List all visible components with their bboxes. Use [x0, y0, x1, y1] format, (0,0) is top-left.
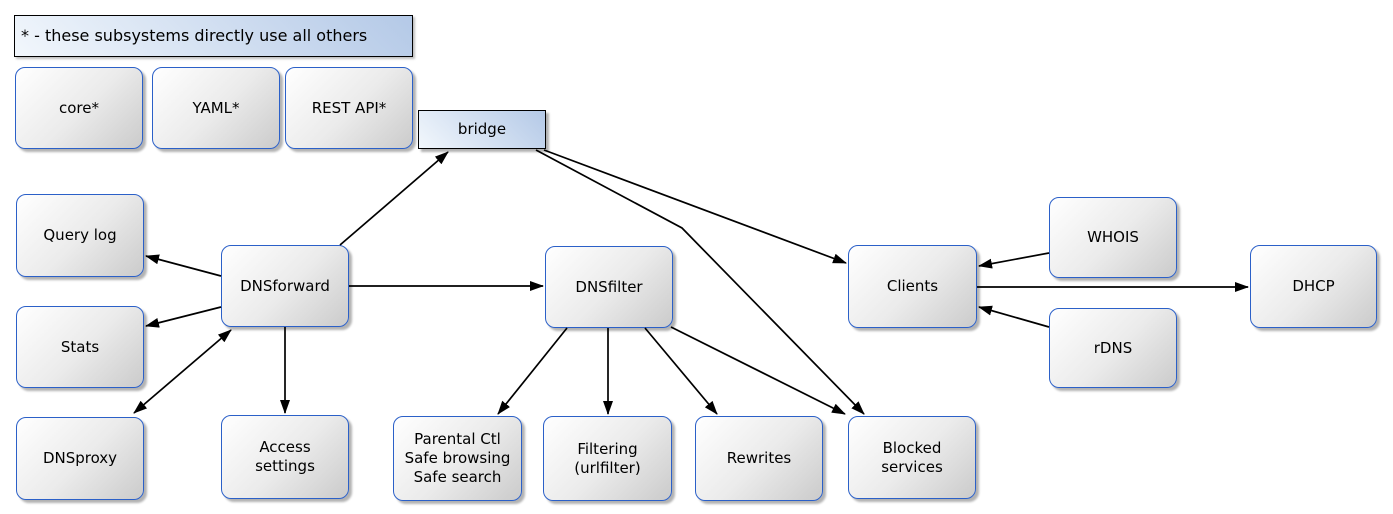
node-whois: WHOIS	[1049, 197, 1177, 278]
node-dnsfilter: DNSfilter	[545, 246, 673, 328]
node-bridge: bridge	[418, 110, 546, 149]
node-parental: Parental Ctl Safe browsing Safe search	[393, 416, 522, 501]
node-yaml: YAML*	[152, 67, 280, 149]
node-access-settings: Access settings	[221, 415, 349, 499]
node-query-log: Query log	[16, 194, 144, 277]
node-legend: * - these subsystems directly use all ot…	[14, 15, 413, 57]
node-stats: Stats	[16, 306, 144, 388]
node-dnsforward: DNSforward	[221, 245, 349, 327]
node-rewrites: Rewrites	[695, 416, 823, 501]
node-dhcp: DHCP	[1250, 245, 1377, 328]
node-filtering: Filtering (urlfilter)	[543, 416, 672, 501]
node-rest-api: REST API*	[285, 67, 413, 149]
node-clients: Clients	[848, 245, 977, 328]
node-blocked-services: Blocked services	[848, 416, 976, 499]
node-rdns: rDNS	[1049, 308, 1177, 388]
node-dnsproxy: DNSproxy	[16, 417, 144, 500]
node-core: core*	[15, 67, 143, 149]
